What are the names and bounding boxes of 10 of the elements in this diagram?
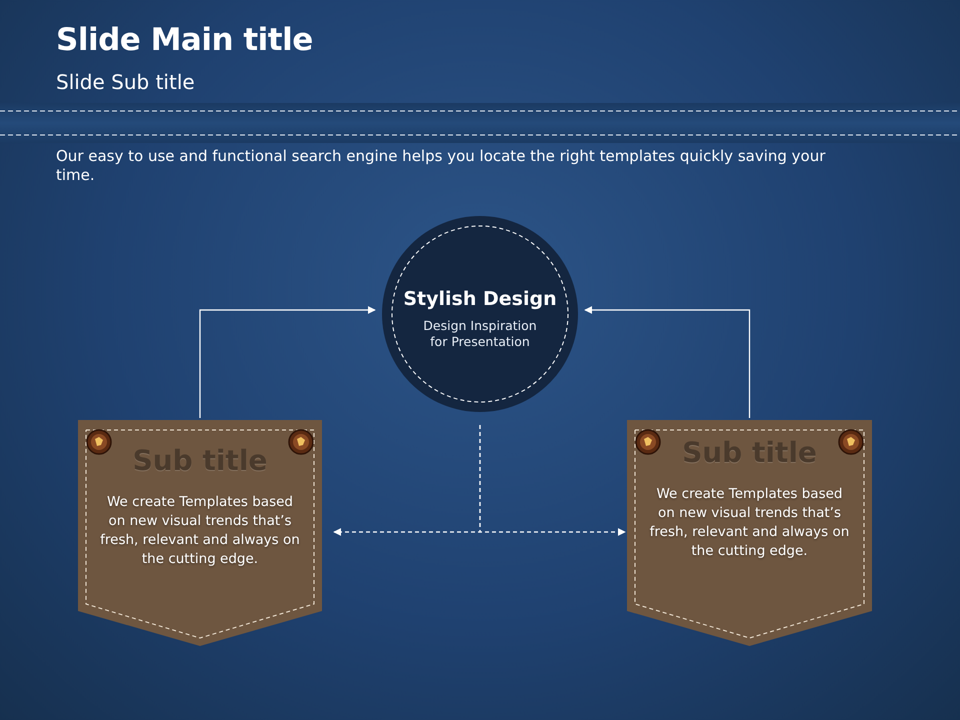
- connector-arrow: [199, 306, 376, 418]
- node-text: We create Templates based on new visual trends that’s fresh, relevant and always on the cutting edge.: [650, 485, 850, 561]
- connector-arrow: [584, 306, 750, 418]
- connector-arrow: [479, 425, 626, 536]
- node-text: We create Templates based on new visual trends that’s fresh, relevant and always on the cutting edge.: [100, 493, 300, 569]
- node-heading: Stylish Design: [403, 288, 557, 310]
- slide-subtitle: Slide Sub title: [56, 70, 195, 94]
- node-text: Design Inspiration for Presentation: [422, 318, 538, 350]
- slide-title: Slide Main title: [56, 22, 313, 58]
- intro-paragraph: Our easy to use and functional search engine helps you locate the right templates quickly saving your time.: [56, 147, 826, 185]
